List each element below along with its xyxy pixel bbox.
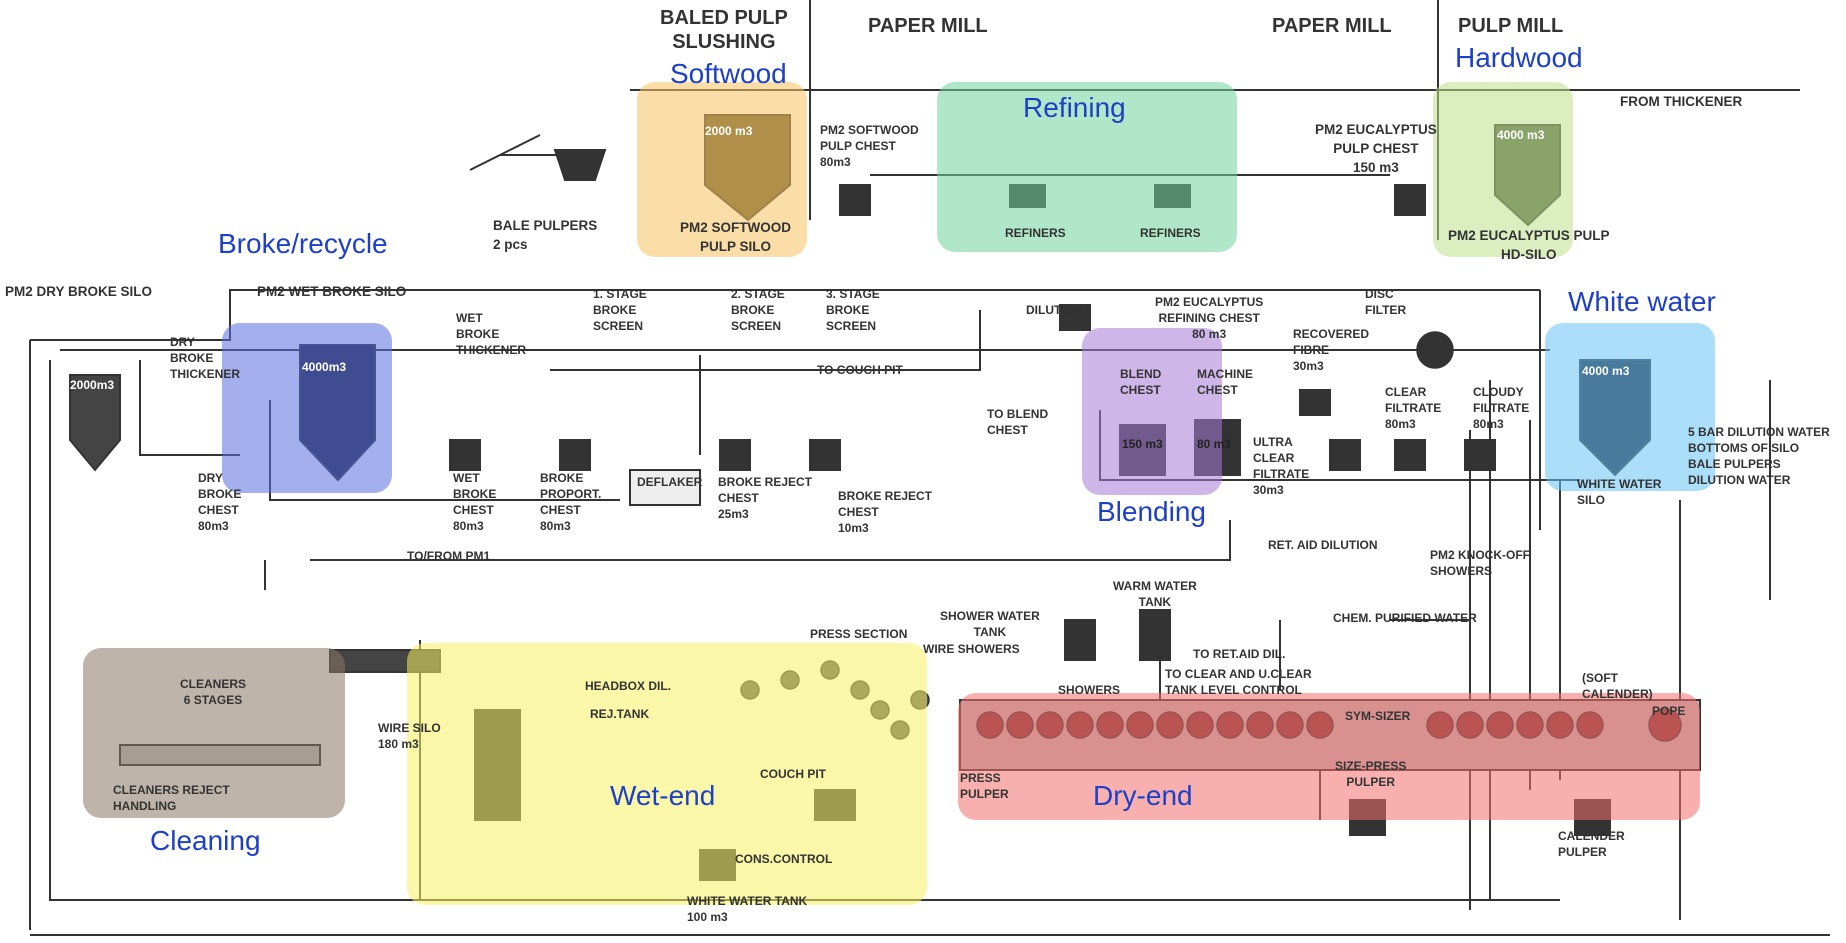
zone-label-softwood: Softwood <box>670 58 787 90</box>
label-stage-3: 3. STAGE BROKE SCREEN <box>826 286 880 334</box>
label-blend-chest: BLEND CHEST <box>1120 366 1161 398</box>
label-eucalyptus-silo: PM2 EUCALYPTUS PULP HD-SILO <box>1448 226 1610 264</box>
label-chem-purified: CHEM. PURIFIED WATER <box>1333 610 1477 626</box>
label-dilution: DILUTION <box>1026 302 1083 318</box>
label-couch-pit: COUCH PIT <box>760 766 826 782</box>
label-wet-broke-chest: WET BROKE CHEST 80m3 <box>453 470 496 534</box>
section-pulp-mill: PULP MILL <box>1458 14 1563 38</box>
label-dry-broke-thickener: DRY BROKE THICKENER <box>170 334 240 382</box>
label-machine-chest: MACHINE CHEST <box>1197 366 1253 398</box>
label-warm-water-tank: WARM WATER TANK <box>1113 578 1197 610</box>
label-wet-broke-thickener: WET BROKE THICKENER <box>456 310 526 358</box>
label-dry-broke-silo: PM2 DRY BROKE SILO <box>5 282 152 301</box>
label-sym-sizer: SYM-SIZER <box>1345 708 1410 724</box>
label-to-clear: TO CLEAR AND U.CLEAR TANK LEVEL CONTROL <box>1165 666 1312 698</box>
label-cleaners: CLEANERS 6 STAGES <box>180 676 246 708</box>
label-to-blend-chest: TO BLEND CHEST <box>987 406 1048 438</box>
label-cloudy-filtrate: CLOUDY FILTRATE 80m3 <box>1473 384 1529 432</box>
zone-label-dry-end: Dry-end <box>1093 780 1193 812</box>
label-clear-filtrate: CLEAR FILTRATE 80m3 <box>1385 384 1441 432</box>
label-bale-pulpers: BALE PULPERS 2 pcs <box>493 216 597 254</box>
label-white-water-silo: WHITE WATER SILO <box>1577 476 1661 508</box>
section-baled-pulp-slushing: BALED PULP SLUSHING <box>660 6 788 54</box>
tank-caption-white-water-silo: 4000 m3 <box>1582 364 1629 378</box>
label-refiners-1: REFINERS <box>1005 225 1066 241</box>
label-knock-off-showers: PM2 KNOCK-OFF SHOWERS <box>1430 547 1530 579</box>
label-eucalyptus-refining-chest: PM2 EUCALYPTUS REFINING CHEST 80 m3 <box>1155 294 1263 342</box>
label-stage-2: 2. STAGE BROKE SCREEN <box>731 286 785 334</box>
label-broke-reject-10: BROKE REJECT CHEST 10m3 <box>838 488 932 536</box>
label-press-pulper: PRESS PULPER <box>960 770 1009 802</box>
label-headbox-dil: HEADBOX DIL. <box>585 678 671 694</box>
label-cleaners-reject: CLEANERS REJECT HANDLING <box>113 782 230 814</box>
label-deflaker: DEFLAKER <box>637 474 702 490</box>
label-wire-silo: WIRE SILO 180 m3 <box>378 720 441 752</box>
label-to-from-pm1: TO/FROM PM1 <box>407 548 490 564</box>
label-softwood-chest: PM2 SOFTWOOD PULP CHEST 80m3 <box>820 122 919 170</box>
label-to-couch-pit: TO COUCH PIT <box>817 362 903 378</box>
label-from-thickener: FROM THICKENER <box>1620 92 1742 111</box>
zone-label-wet-end: Wet-end <box>610 780 715 812</box>
zone-label-hardwood: Hardwood <box>1455 42 1583 74</box>
label-press-section: PRESS SECTION <box>810 626 907 642</box>
label-recovered-fibre: RECOVERED FIBRE 30m3 <box>1293 326 1369 374</box>
tank-caption-softwood-silo: 2000 m3 <box>705 124 752 138</box>
label-disc-filter: DISC FILTER <box>1365 286 1406 318</box>
tank-caption-machine-chest: 80 m3 <box>1197 437 1231 451</box>
label-ultra-clear: ULTRA CLEAR FILTRATE 30m3 <box>1253 434 1309 498</box>
zone-blending <box>1082 328 1222 495</box>
zone-label-white-water: White water <box>1568 286 1716 318</box>
label-refiners-2: REFINERS <box>1140 225 1201 241</box>
label-broke-reject-25: BROKE REJECT CHEST 25m3 <box>718 474 812 522</box>
label-wet-broke-silo: PM2 WET BROKE SILO <box>257 282 406 301</box>
label-softwood-silo: PM2 SOFTWOOD PULP SILO <box>680 218 791 256</box>
zone-label-blending: Blending <box>1097 496 1206 528</box>
label-eucalyptus-chest: PM2 EUCALYPTUS PULP CHEST 150 m3 <box>1315 120 1437 177</box>
zone-broke <box>222 323 392 493</box>
label-calender-pulper: CALENDER PULPER <box>1558 828 1625 860</box>
label-cons-control: CONS.CONTROL <box>735 851 832 867</box>
tank-caption-dry-broke-silo: 2000m3 <box>70 378 114 392</box>
label-pope: POPE <box>1652 703 1685 719</box>
label-stage-1: 1. STAGE BROKE SCREEN <box>593 286 647 334</box>
section-paper-mill-1: PAPER MILL <box>868 14 988 38</box>
zone-label-broke: Broke/recycle <box>218 228 388 260</box>
label-soft-calender: (SOFT CALENDER) <box>1582 670 1653 702</box>
label-ret-aid-dilution: RET. AID DILUTION <box>1268 537 1378 553</box>
label-dilution-water: 5 BAR DILUTION WATER BOTTOMS OF SILO BAL… <box>1688 424 1830 488</box>
label-broke-proport-chest: BROKE PROPORT. CHEST 80m3 <box>540 470 601 534</box>
label-to-ret-aid: TO RET.AID DIL. <box>1193 646 1285 662</box>
tank-caption-wet-broke-silo: 4000m3 <box>302 360 346 374</box>
tank-caption-blend-chest: 150 m3 <box>1122 437 1163 451</box>
zone-dry-end <box>958 693 1700 820</box>
label-dry-broke-chest: DRY BROKE CHEST 80m3 <box>198 470 241 534</box>
zone-label-cleaning: Cleaning <box>150 825 261 857</box>
label-rej-tank: REJ.TANK <box>590 706 649 722</box>
label-wire-showers: WIRE SHOWERS <box>923 641 1020 657</box>
section-paper-mill-2: PAPER MILL <box>1272 14 1392 38</box>
label-showers: SHOWERS <box>1058 682 1120 698</box>
tank-caption-eucalyptus-silo: 4000 m3 <box>1497 128 1544 142</box>
zone-label-refining: Refining <box>1023 92 1126 124</box>
label-white-water-tank: WHITE WATER TANK 100 m3 <box>687 893 807 925</box>
label-shower-water-tank: SHOWER WATER TANK <box>940 608 1040 640</box>
label-size-press-pulper: SIZE-PRESS PULPER <box>1335 758 1406 790</box>
